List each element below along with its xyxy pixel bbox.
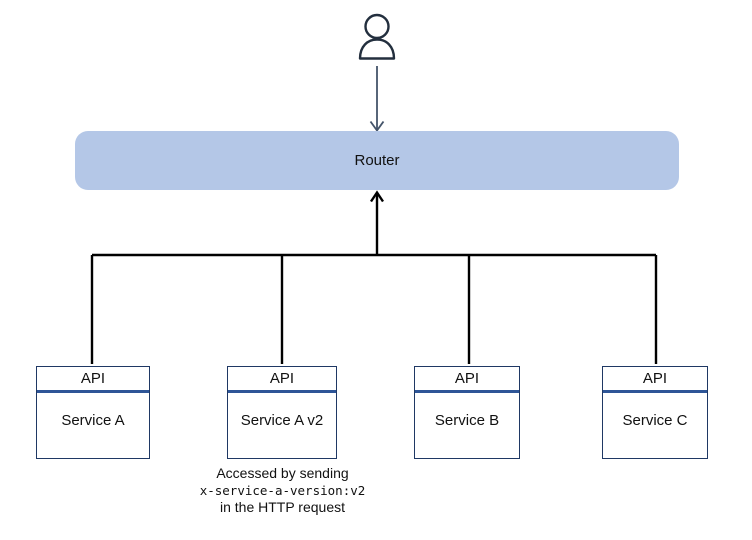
service-box-service-c: API Service C bbox=[602, 366, 708, 459]
arrow-up-icon bbox=[370, 190, 384, 256]
service-box-service-b: API Service B bbox=[414, 366, 520, 459]
connector-lines bbox=[90, 253, 658, 364]
router-box: Router bbox=[75, 131, 679, 190]
annotation: Accessed by sending x-service-a-version:… bbox=[162, 465, 403, 516]
annotation-code: x-service-a-version:v2 bbox=[199, 483, 366, 498]
service-name: Service A v2 bbox=[240, 412, 324, 429]
person-icon bbox=[358, 13, 396, 60]
router-label: Router bbox=[354, 152, 400, 169]
api-header: API bbox=[228, 367, 336, 393]
service-name: Service C bbox=[622, 412, 688, 429]
arrow-down-icon bbox=[369, 66, 385, 133]
annotation-line-1: Accessed by sending bbox=[216, 465, 349, 481]
service-name: Service B bbox=[434, 412, 500, 429]
api-header: API bbox=[603, 367, 707, 393]
api-header: API bbox=[37, 367, 149, 393]
service-box-service-a-v2: API Service A v2 bbox=[227, 366, 337, 459]
service-name: Service A bbox=[61, 412, 125, 429]
annotation-line-3: in the HTTP request bbox=[219, 499, 346, 515]
api-header: API bbox=[415, 367, 519, 393]
service-box-service-a: API Service A bbox=[36, 366, 150, 459]
